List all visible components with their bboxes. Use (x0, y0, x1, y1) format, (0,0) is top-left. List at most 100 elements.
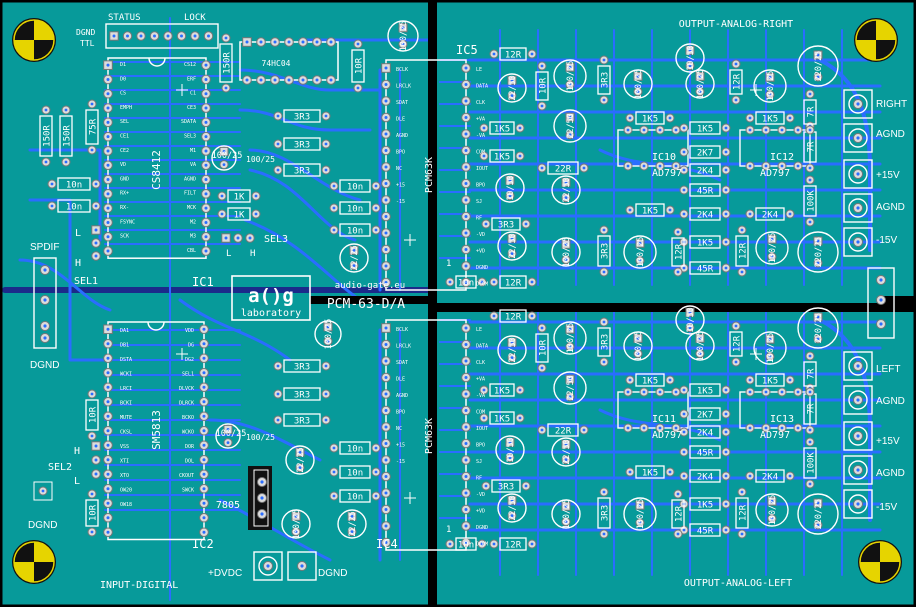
pad-hole (204, 192, 208, 196)
pad-hole (106, 356, 110, 360)
pad-hole (464, 392, 468, 396)
pad-hole (682, 412, 686, 416)
pad-hole (682, 188, 686, 192)
resistor (689, 261, 721, 275)
pin-label: DG (188, 343, 194, 349)
pad-hole (106, 429, 110, 433)
resistor (671, 237, 685, 267)
pin-label: BPO (396, 410, 405, 416)
pin-label: CLK (476, 100, 485, 106)
pad-hole (740, 532, 744, 536)
pcm63-part: PCM63K (424, 418, 435, 454)
pad-hole (374, 206, 378, 210)
pad-hole (202, 385, 206, 389)
pin-label: BCKI (120, 401, 132, 407)
resistor (689, 145, 721, 159)
pad-hole (248, 236, 252, 240)
terminal-screw (848, 426, 868, 446)
resistor-value: 2K4 (697, 473, 713, 483)
pin-label: CKSL (120, 430, 132, 436)
opamp-designator: IC11 (652, 414, 676, 425)
pad-hole (90, 530, 94, 534)
pad-hole (464, 99, 468, 103)
terminal-block (843, 351, 873, 381)
resistor (339, 465, 371, 479)
terminal-screw (848, 128, 868, 148)
pad-hole (222, 150, 226, 153)
pad-hole (492, 280, 496, 284)
capacitor-value: 100/25 (634, 69, 644, 100)
opamp-part: AD797 (760, 430, 790, 441)
pad-hole (642, 390, 646, 394)
pad-hole (207, 34, 210, 38)
resistor-value: 150R (223, 52, 233, 74)
resistor (689, 163, 721, 177)
pin-label: DLRCK (179, 401, 194, 407)
status-label: STATUS (108, 13, 141, 23)
opamp-designator: IC10 (652, 152, 676, 163)
resistor (803, 99, 817, 125)
pad-hole (682, 474, 686, 478)
pad-hole (564, 180, 568, 184)
agnd-label: AGND (876, 202, 905, 213)
opamp-designator: IC12 (770, 152, 794, 163)
resistor (547, 161, 579, 175)
right-output-label: RIGHT (876, 99, 907, 110)
pad-hole (90, 148, 94, 152)
pad-hole (564, 520, 568, 524)
pin-label: -15 (396, 199, 405, 205)
pin-label: CE3 (187, 105, 196, 111)
pad-hole (204, 92, 208, 96)
terminal-screw (848, 164, 868, 184)
pad-hole (770, 517, 774, 521)
resistor (283, 359, 321, 373)
pad-hole (384, 425, 388, 429)
ic1-part: CS8412 (150, 150, 163, 190)
pad-hole (564, 504, 568, 508)
pad-hole (636, 336, 640, 340)
pad-hole (626, 164, 630, 168)
capacitor-value: 100/25 (636, 237, 646, 268)
mounting-hole-ring (855, 19, 897, 61)
capacitor-value: 10/50 (506, 175, 516, 201)
pin-label: AGND (396, 133, 408, 139)
pad-hole (492, 314, 496, 318)
pad-hole (518, 126, 522, 130)
pin-label: DLE (396, 377, 405, 383)
pad-hole (384, 392, 388, 396)
capacitor-value: 100/25 (768, 233, 778, 264)
pin-label: WCKI (120, 372, 132, 378)
pad-hole (106, 516, 110, 520)
pad-hole (482, 416, 486, 420)
terminal-block (843, 123, 873, 153)
copper-trace (178, 298, 292, 362)
electrolytic-capacitor (797, 493, 839, 535)
resistor-value: 3R3 (498, 221, 514, 231)
pad-hole (530, 542, 534, 546)
pad-hole (202, 516, 206, 520)
resistor (729, 331, 743, 357)
pad-hole (384, 441, 388, 446)
pad-hole (724, 126, 728, 130)
pad-hole (464, 181, 468, 186)
pad-hole (294, 514, 298, 518)
pad-hole (856, 398, 860, 402)
opamp-part: AD797 (760, 168, 790, 179)
pad-hole (879, 298, 883, 302)
mounting-hole-quadrant (14, 562, 34, 582)
pad-hole (106, 235, 110, 239)
pad-hole (106, 249, 110, 253)
pad-hole (724, 188, 728, 192)
dac-designator: IC4 (376, 537, 398, 551)
pad-hole (464, 375, 468, 380)
pad-hole (384, 66, 388, 70)
pad-hole (94, 204, 98, 208)
pad-hole (582, 166, 586, 170)
pad-hole (44, 160, 48, 164)
pin-label: EMPH (120, 105, 132, 111)
pad-hole (780, 128, 784, 132)
electrolytic-capacitor (553, 59, 587, 93)
resistor-value: 3R3 (498, 483, 514, 493)
pad-hole (510, 498, 514, 502)
pad-hole (540, 428, 544, 432)
